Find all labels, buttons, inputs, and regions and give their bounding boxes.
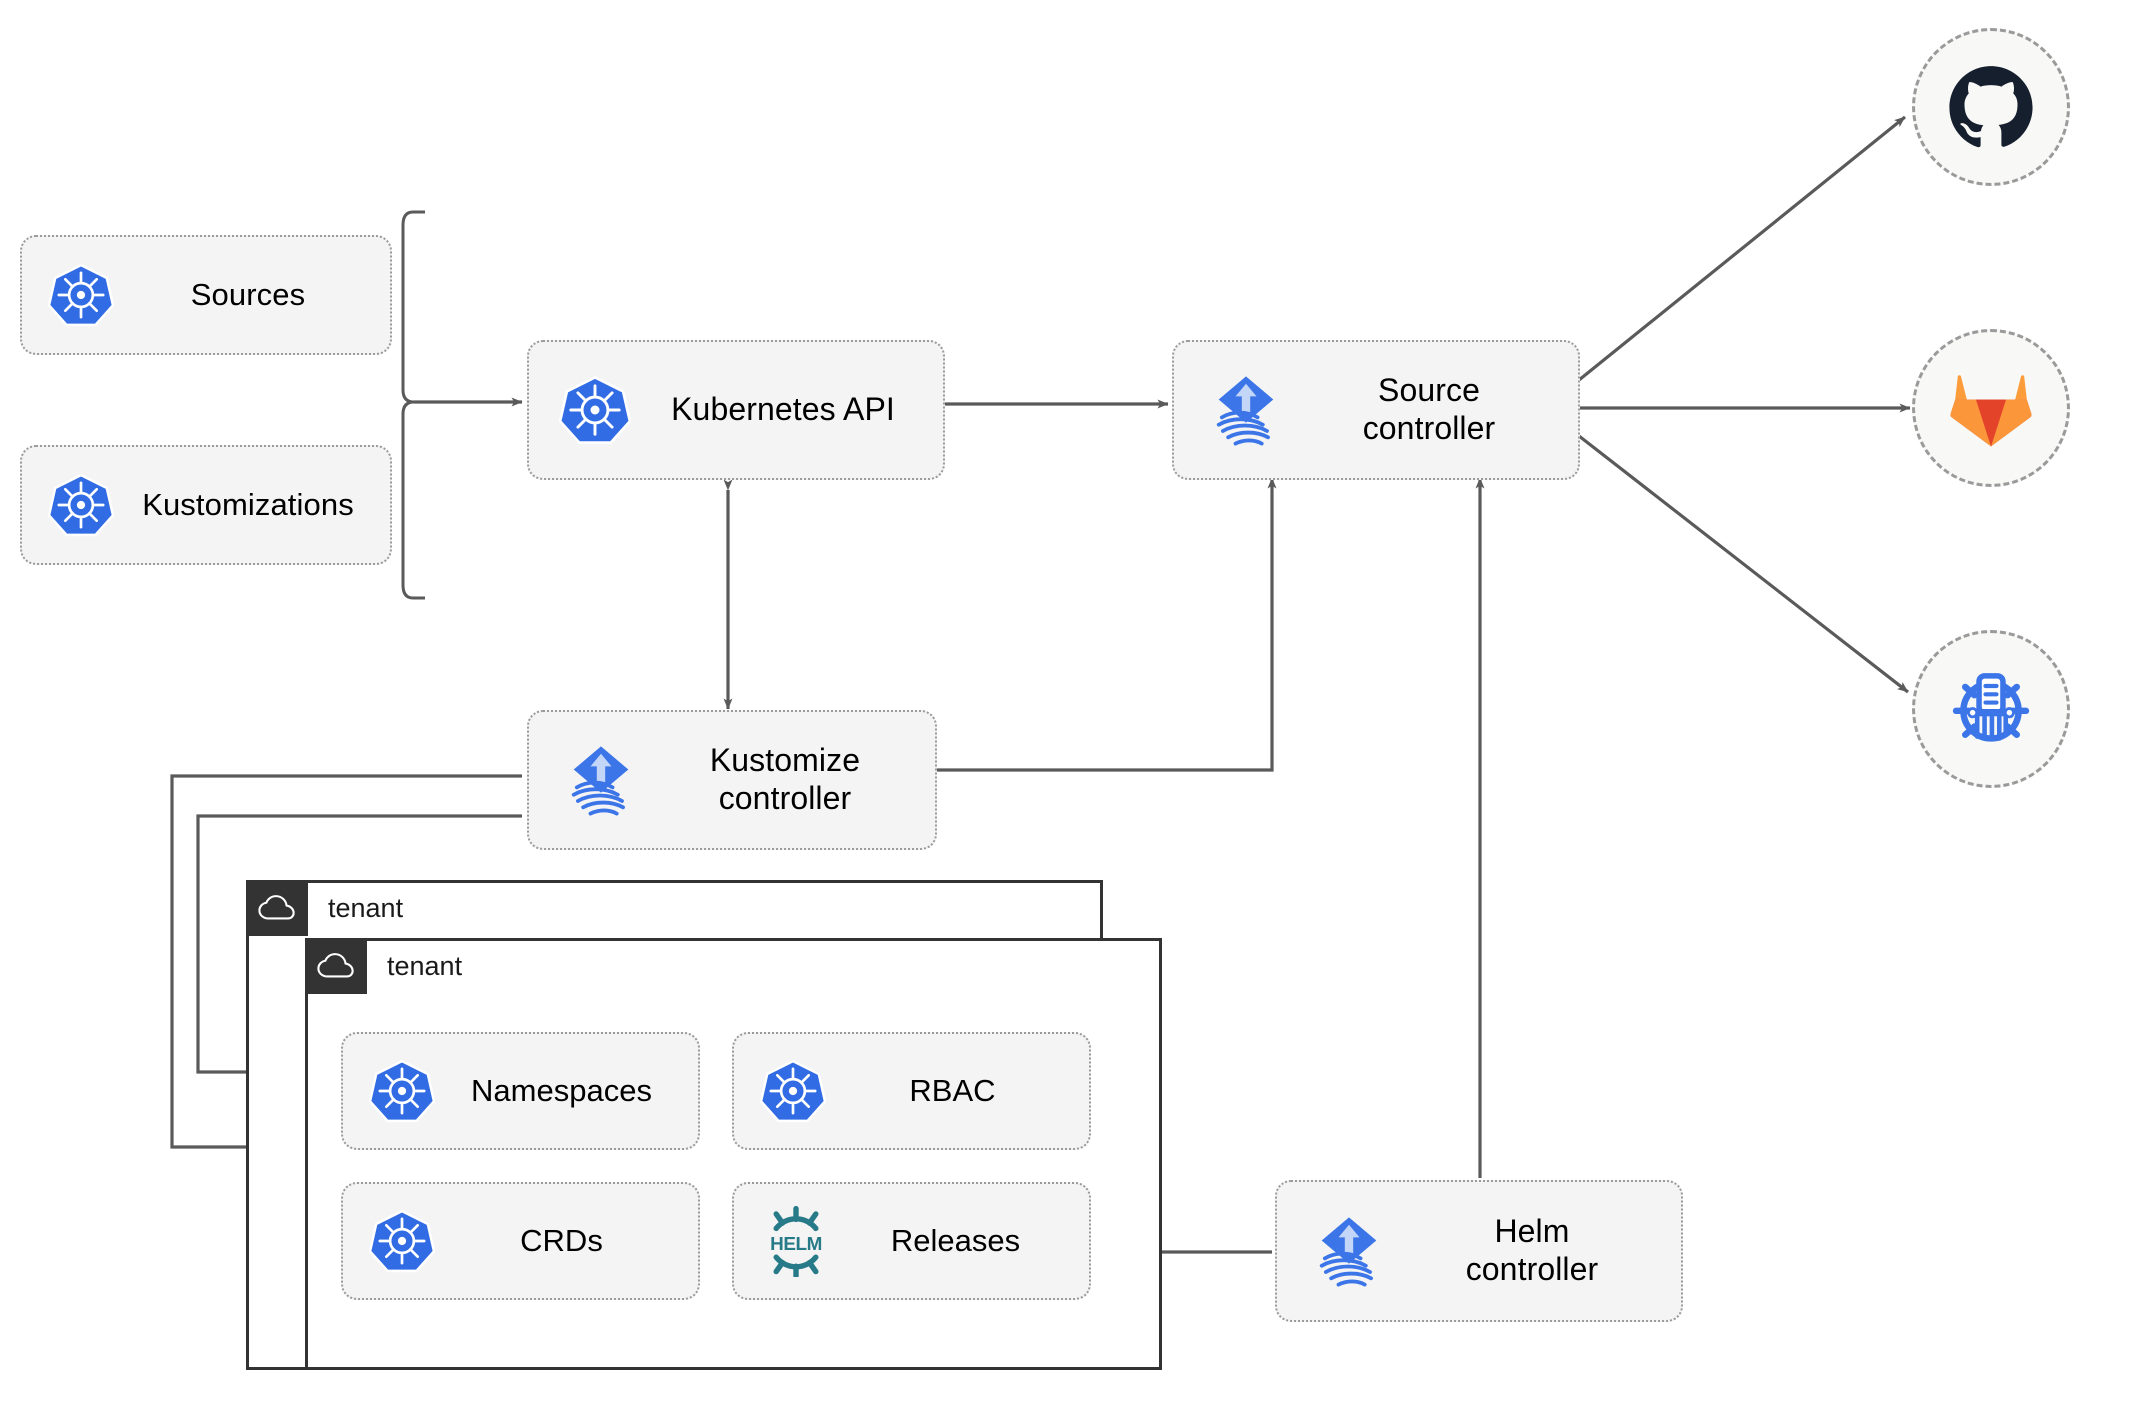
node-label: Source controller bbox=[1362, 372, 1496, 446]
node-helm-controller[interactable]: Helm controller bbox=[1275, 1180, 1683, 1322]
tenant-card-label: RBAC bbox=[909, 1073, 996, 1108]
flux-icon bbox=[1307, 1209, 1391, 1293]
tenant-card-rbac[interactable]: RBAC bbox=[732, 1032, 1091, 1150]
tenant-card-label: Releases bbox=[890, 1223, 1021, 1258]
resource-box-kustomizations[interactable]: Kustomizations bbox=[20, 445, 392, 565]
endpoint-gitlab[interactable] bbox=[1912, 329, 2070, 487]
tenant-header: tenant bbox=[305, 938, 462, 994]
node-kubernetes-api[interactable]: Kubernetes API bbox=[527, 340, 945, 480]
node-label: Kustomize controller bbox=[709, 742, 861, 816]
flux-icon bbox=[559, 738, 643, 822]
tenant-label: tenant bbox=[328, 892, 404, 923]
tenant-card-namespaces[interactable]: Namespaces bbox=[341, 1032, 700, 1150]
resource-label: Sources bbox=[190, 276, 306, 312]
kubernetes-icon bbox=[559, 374, 631, 446]
node-label: Helm controller bbox=[1465, 1213, 1599, 1287]
tenant-label: tenant bbox=[387, 950, 463, 981]
endpoint-helm-repository[interactable] bbox=[1912, 630, 2070, 788]
gitlab-icon bbox=[1949, 368, 2033, 448]
resource-label: Kustomizations bbox=[142, 486, 354, 522]
kubernetes-icon bbox=[369, 1058, 435, 1124]
cloud-icon bbox=[305, 938, 367, 994]
kubernetes-icon bbox=[48, 262, 114, 328]
tenant-container-2[interactable]: tenant bbox=[305, 938, 1162, 1370]
helm-icon: HELM bbox=[760, 1205, 832, 1277]
node-source-controller[interactable]: Source controller bbox=[1172, 340, 1580, 480]
kubernetes-icon bbox=[369, 1208, 435, 1274]
tenant-header: tenant bbox=[246, 880, 403, 936]
cloud-icon bbox=[246, 880, 308, 936]
resource-box-sources[interactable]: Sources bbox=[20, 235, 392, 355]
kubernetes-icon bbox=[48, 472, 114, 538]
node-label: Kubernetes API bbox=[671, 391, 895, 428]
node-kustomize-controller[interactable]: Kustomize controller bbox=[527, 710, 937, 850]
tenant-card-label: Namespaces bbox=[471, 1073, 652, 1108]
kubernetes-icon bbox=[760, 1058, 826, 1124]
github-icon bbox=[1948, 64, 2034, 150]
endpoint-github[interactable] bbox=[1912, 28, 2070, 186]
tenant-card-label: CRDs bbox=[520, 1223, 603, 1258]
tenant-card-crds[interactable]: CRDs bbox=[341, 1182, 700, 1300]
tenant-card-releases[interactable]: HELM Releases bbox=[732, 1182, 1091, 1300]
svg-text:HELM: HELM bbox=[770, 1234, 822, 1255]
helm-repository-icon bbox=[1945, 663, 2037, 755]
flux-icon bbox=[1204, 368, 1288, 452]
